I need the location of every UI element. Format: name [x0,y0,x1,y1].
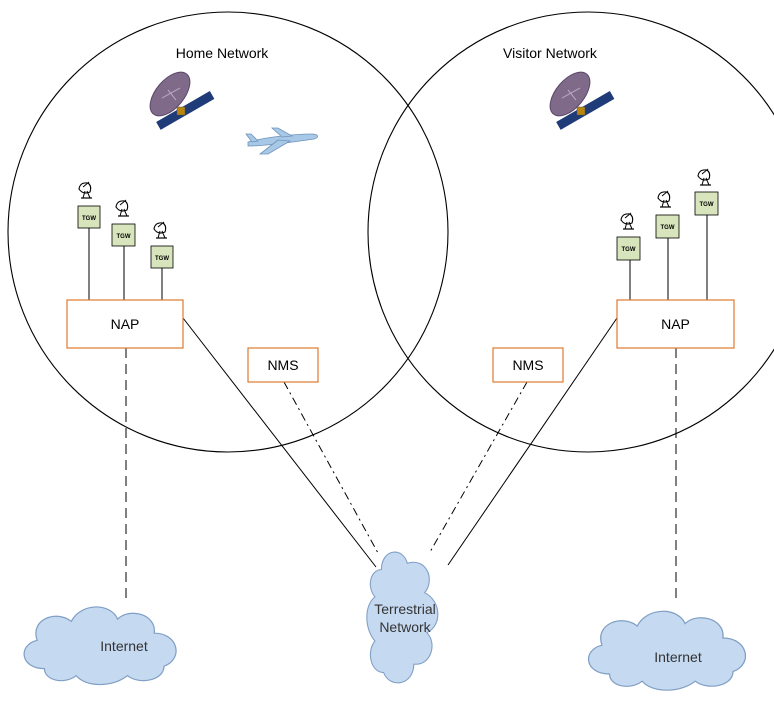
terrestrial-label-line2: Network [379,619,431,635]
visitor-network-boundary [367,11,774,453]
dish-icon [620,212,635,230]
tgw-label: TGW [661,225,675,231]
tgw-box [694,191,719,216]
home-network-boundary [7,11,449,453]
visitor-nap-box [616,299,735,349]
tgw-label: TGW [622,247,636,253]
tgw-box [77,205,101,229]
internet-left-label: Internet [100,638,148,654]
visitor-network-label: Visitor Network [503,45,598,61]
tgw-box [655,214,680,239]
tgw-label: TGW [117,234,131,240]
home-network-label: Home Network [176,45,270,61]
tgw-box [111,223,136,247]
dish-icon [657,190,672,208]
visitor-nms-box [492,347,564,383]
home-nap-box [66,299,184,349]
internet-cloud-left: Internet [23,606,177,686]
internet-cloud-right: Internet [587,610,747,691]
dish-icon [115,199,130,217]
home-nms-label: NMS [267,357,298,373]
dish-icon [697,168,712,186]
airplane-icon [245,127,318,155]
tgw-box [616,236,641,261]
satellite-icon [142,64,215,131]
tgw-label: TGW [82,216,96,222]
dish-icon [153,221,168,239]
home-nms-box [247,347,319,383]
tgw-label: TGW [155,256,169,262]
tgw-box [150,245,174,269]
terrestrial-network-cloud: Terrestrial Network [366,551,439,684]
visitor-nap-label: NAP [661,316,690,332]
visitor-nms-label: NMS [512,357,543,373]
satellite-icon [542,64,615,131]
home-nap-label: NAP [111,316,140,332]
cloud-icon [366,551,439,684]
internet-right-label: Internet [654,649,702,665]
tgw-label: TGW [700,202,714,208]
dish-icon [78,181,93,199]
terrestrial-label-line1: Terrestrial [374,601,435,617]
